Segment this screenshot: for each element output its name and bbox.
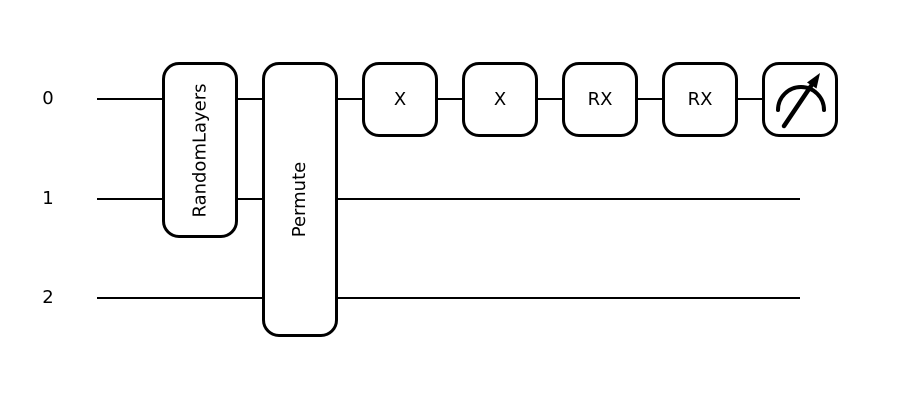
wire-line-1 [97,198,800,200]
measurement-meter-icon [775,72,826,128]
gate-rx-2: RX [662,62,738,137]
gate-x-1: X [362,62,438,137]
wire-line-0 [97,98,800,100]
wire-line-2 [97,297,800,299]
wire-label-2: 2 [42,287,54,308]
gate-permute-label: Permute [289,161,311,238]
gate-permute: Permute [262,62,338,337]
wire-label-1: 1 [42,188,54,209]
gate-x-1-label: X [393,89,407,110]
gate-x-2-label: X [493,89,507,110]
gate-rx-1: RX [562,62,638,137]
gate-randomlayers: RandomLayers [162,62,238,238]
gate-measurement [762,62,838,137]
gate-rx-2-label: RX [687,89,713,110]
gate-randomlayers-label: RandomLayers [189,82,211,218]
gate-x-2: X [462,62,538,137]
wire-label-0: 0 [42,88,54,109]
gate-rx-1-label: RX [587,89,613,110]
